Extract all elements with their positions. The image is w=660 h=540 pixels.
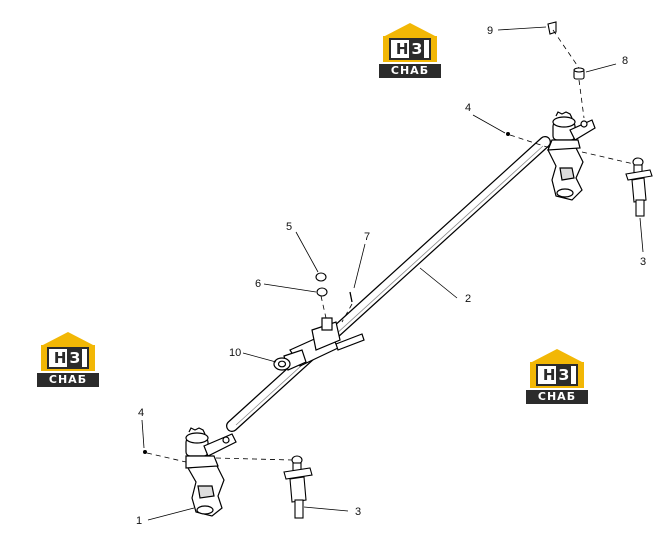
logo-band-text: СНАБ <box>526 390 588 404</box>
callout-6: 6 <box>255 278 261 290</box>
logo-roof-shape <box>41 332 95 346</box>
callout-8: 8 <box>622 55 628 67</box>
callout-3-right: 3 <box>640 256 646 268</box>
callout-9: 9 <box>487 25 493 37</box>
cotter-pin-part-7 <box>349 291 353 303</box>
callout-4-right: 4 <box>465 102 471 114</box>
ball-stud-left <box>283 455 313 519</box>
nut-part-8 <box>573 67 585 80</box>
assembly-lines <box>146 29 635 463</box>
center-clamp-assembly <box>273 317 365 371</box>
pin-part-4-right <box>506 132 510 136</box>
tie-rod-end-left <box>185 427 237 517</box>
callout-3-left: 3 <box>355 506 361 518</box>
logo-band-text: СНАБ <box>379 64 441 78</box>
leader-lines <box>141 26 644 521</box>
nut-part-5 <box>315 272 327 282</box>
pin-part-4-left <box>143 450 147 454</box>
logo-band-text: СНАБ <box>37 373 99 387</box>
callout-10: 10 <box>229 347 241 359</box>
washer-part-6 <box>316 287 328 297</box>
callout-5: 5 <box>286 221 292 233</box>
tie-rod-end-right <box>547 111 596 201</box>
callout-7: 7 <box>364 231 370 243</box>
logo-roof-shape <box>530 349 584 363</box>
callout-2: 2 <box>465 293 471 305</box>
logo-roof-shape <box>383 23 437 37</box>
callout-4-left: 4 <box>138 407 144 419</box>
callout-1: 1 <box>136 515 142 527</box>
ball-stud-right <box>625 157 653 217</box>
tie-rod-tube <box>226 136 551 432</box>
